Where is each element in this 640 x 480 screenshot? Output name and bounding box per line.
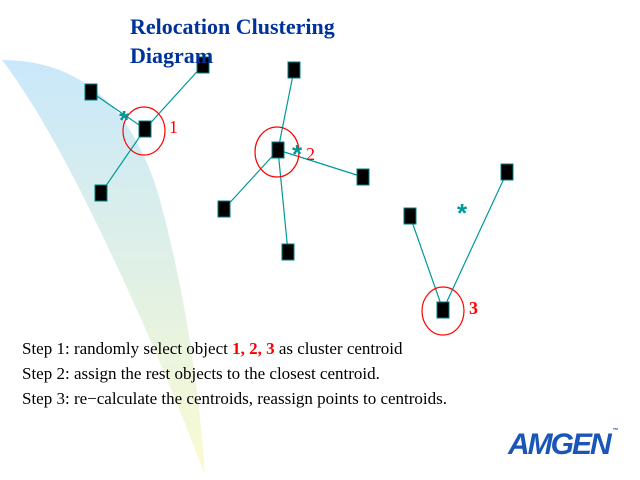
edge-line <box>442 171 508 311</box>
step-1: Step 1: randomly select object 1, 2, 3 a… <box>22 336 447 361</box>
cluster-labels-group: 1 2 3 <box>169 117 478 318</box>
centroid-node <box>436 301 450 319</box>
centroid-node <box>271 141 285 159</box>
step-3: Step 3: re−calculate the centroids, reas… <box>22 386 447 411</box>
cluster-label: 1 <box>169 117 178 137</box>
data-node <box>403 207 417 225</box>
data-node <box>281 243 295 261</box>
centroid-circle <box>254 126 300 178</box>
edge-line <box>409 215 444 311</box>
edges-group <box>90 64 508 311</box>
data-node <box>94 184 108 202</box>
data-node <box>356 168 370 186</box>
step-3-text: Step 3: re−calculate the centroids, reas… <box>22 389 448 408</box>
title-line-2: Diagram <box>130 43 214 68</box>
step-1-prefix: Step 1: randomly select object <box>22 339 233 358</box>
decorative-swoosh <box>2 60 205 475</box>
logo-trademark: ™ <box>612 428 619 434</box>
stars-group: * * * <box>119 105 468 228</box>
edge-line <box>144 64 204 130</box>
cluster-label: 3 <box>469 298 478 318</box>
data-node <box>217 200 231 218</box>
edge-line <box>277 149 289 253</box>
data-node <box>84 83 98 101</box>
step-2: Step 2: assign the rest objects to the c… <box>22 361 447 386</box>
centroid-circles-group <box>122 106 465 336</box>
step-1-suffix: as cluster centroid <box>274 339 403 358</box>
steps-list: Step 1: randomly select object 1, 2, 3 a… <box>22 336 447 411</box>
edge-line <box>223 149 279 210</box>
star-icon: * <box>119 105 130 135</box>
centroid-circle <box>421 286 465 336</box>
step-2-text: Step 2: assign the rest objects to the c… <box>22 364 380 383</box>
star-icon: * <box>292 139 303 169</box>
data-node <box>500 163 514 181</box>
step-1-highlight: 1, 2, 3 <box>232 339 275 358</box>
star-icon: * <box>457 198 468 228</box>
centroid-node <box>138 120 152 138</box>
page-title: Relocation Clustering Diagram <box>130 12 335 70</box>
data-node <box>196 56 210 74</box>
edge-line <box>90 91 146 130</box>
cluster-label: 2 <box>306 144 315 164</box>
edge-line <box>100 128 146 194</box>
logo-text: AMGEN <box>508 428 612 461</box>
data-node <box>287 61 301 79</box>
edge-line <box>277 149 364 178</box>
nodes-group <box>84 56 514 319</box>
centroid-circle <box>122 106 166 156</box>
title-line-1: Relocation Clustering <box>130 14 335 39</box>
edge-line <box>277 69 295 151</box>
